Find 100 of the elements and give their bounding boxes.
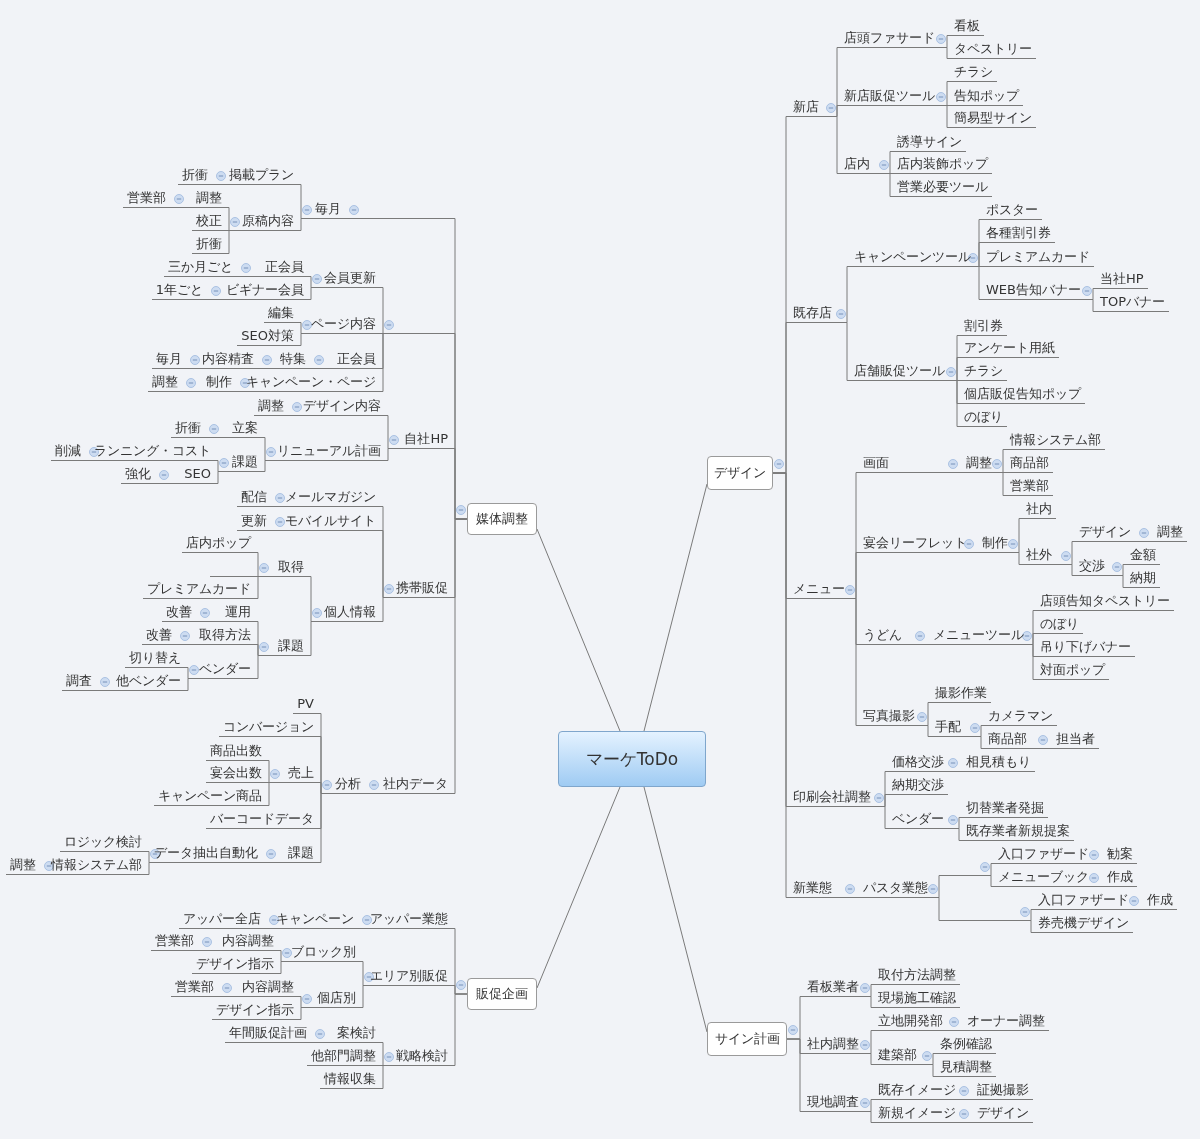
connector-line — [154, 483, 181, 484]
topic-label: メニュー — [789, 579, 849, 599]
connector-line — [536, 786, 621, 989]
topic-label: 商品出数 — [206, 741, 266, 761]
connector-line — [264, 928, 273, 929]
topic-box: 媒体調整 — [467, 503, 537, 535]
topic-label: モバイルサイト — [281, 511, 380, 531]
topic-label: 原稿内容 — [238, 211, 298, 231]
topic-label: 店頭ファサード — [840, 28, 939, 48]
connector-line — [959, 1122, 974, 1123]
topic-label: 社内データ — [379, 774, 452, 794]
connector-line — [84, 460, 91, 461]
topic-label: 戦略検討 — [392, 1046, 452, 1066]
topic-label: 立案 — [228, 418, 262, 438]
topic-label: 割引券 — [960, 316, 1007, 336]
topic-label: 携帯販促 — [392, 578, 452, 598]
topic-label: 社内 — [1022, 499, 1056, 519]
connector-line — [287, 415, 300, 416]
topic-label: 正会員 — [333, 349, 380, 369]
topic-label: 改善 — [162, 602, 196, 622]
topic-label: 他部門調整 — [307, 1046, 380, 1066]
topic-label: 入口ファザード — [994, 844, 1093, 864]
topic-label: データ抽出自動化 — [150, 843, 262, 863]
topic-label: 特集 — [276, 349, 310, 369]
topic-label: 年間販促計画 — [225, 1023, 311, 1043]
topic-label: 新店 — [789, 97, 823, 117]
topic-label: 営業部 — [123, 188, 170, 208]
connector-line — [95, 690, 113, 691]
topic-label: 個店販促告知ポップ — [960, 384, 1085, 404]
connector-line — [310, 1042, 334, 1043]
connector-line — [1092, 863, 1104, 864]
topic-label: 情報システム部 — [47, 855, 146, 875]
topic-label: 看板 — [950, 16, 984, 36]
topic-label: 作成 — [1103, 867, 1137, 887]
topic-label: 看板業者 — [803, 977, 863, 997]
connector-line — [364, 793, 380, 794]
topic-label: 告知ポップ — [950, 86, 1023, 106]
connector-line — [947, 828, 963, 841]
connector-line — [451, 993, 468, 1066]
topic-label: メニューツール — [929, 625, 1028, 645]
topic-label: 担当者 — [1052, 729, 1099, 749]
topic-label: 案検討 — [333, 1023, 380, 1043]
topic-box: サイン計画 — [707, 1022, 787, 1056]
connector-line — [379, 333, 411, 392]
topic-label: デザイン指示 — [212, 1000, 298, 1020]
topic-label: 調整 — [254, 396, 288, 416]
topic-label: 宴会出数 — [206, 763, 266, 783]
connector-line — [185, 368, 199, 369]
topic-label: メニューブック — [994, 867, 1093, 887]
topic-label: オーナー調整 — [963, 1011, 1049, 1031]
topic-label: 撮影作業 — [931, 683, 991, 703]
connector-line — [643, 786, 708, 1033]
topic-label: TOPバナー — [1096, 292, 1169, 312]
topic-label: 条例確認 — [936, 1034, 996, 1054]
topic-label: 配信 — [237, 487, 271, 507]
topic-label: 簡易型サイン — [950, 108, 1036, 128]
connector-line — [964, 736, 985, 749]
topic-label: 運用 — [221, 602, 255, 622]
connector-line — [214, 471, 229, 484]
topic-label: 分析 — [331, 774, 365, 794]
connector-line — [145, 851, 151, 863]
topic-label: 強化 — [121, 464, 155, 484]
topic-label: チラシ — [960, 361, 1007, 381]
topic-label: 切り替え — [125, 648, 185, 668]
topic-label: 改善 — [142, 625, 176, 645]
topic-label: 取得 — [274, 557, 308, 577]
topic-label: 手配 — [931, 717, 965, 737]
topic-label: 会員更新 — [320, 268, 380, 288]
connector-line — [217, 996, 239, 997]
topic-label: 取得方法 — [195, 625, 255, 645]
topic-label: デザイン指示 — [192, 954, 278, 974]
connector-line — [195, 621, 222, 622]
topic-label: 宴会リーフレット — [859, 533, 971, 553]
connector-line — [257, 368, 277, 369]
connector-line — [959, 1099, 974, 1100]
connector-line — [344, 218, 383, 219]
topic-label: 相見積もり — [962, 752, 1035, 772]
connector-line — [169, 207, 193, 208]
topic-label: 店舗販促ツール — [850, 361, 949, 381]
connector-line — [835, 897, 860, 898]
topic-label: 店頭告知タペストリー — [1036, 591, 1174, 611]
topic-label: 営業部 — [151, 931, 198, 951]
topic-label: 吊り下げバナー — [1036, 637, 1135, 657]
connector-line — [948, 380, 961, 427]
topic-label: 現地調査 — [803, 1092, 863, 1112]
topic-label: 勧案 — [1103, 844, 1137, 864]
topic-label: コンバージョン — [219, 717, 318, 737]
topic-label: 校正 — [192, 211, 226, 231]
topic-label: 商品部 — [1006, 453, 1053, 473]
connector-line — [970, 552, 979, 553]
central-topic-box: マーケToDo — [558, 731, 706, 787]
topic-label: SEO — [180, 464, 215, 484]
topic-label: 折衝 — [192, 234, 226, 254]
topic-label: 調整 — [6, 855, 40, 875]
topic-label: ランニング・コスト — [90, 441, 215, 461]
topic-label: 他ベンダー — [112, 671, 185, 691]
topic-label: 営業必要ツール — [893, 177, 992, 197]
topic-label: キャンペーンツール — [850, 247, 975, 267]
topic-label: デザイン — [1075, 522, 1135, 542]
connector-line — [309, 368, 334, 369]
